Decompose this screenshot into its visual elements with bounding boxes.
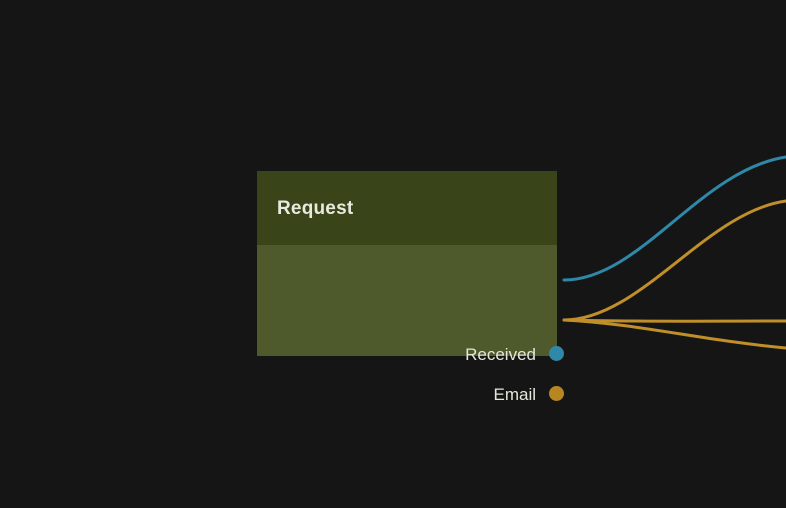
port-label-received: Received	[465, 344, 536, 364]
edge-email-2[interactable]	[562, 318, 786, 323]
node-request[interactable]: Request Received Email	[257, 171, 564, 403]
edge-email-1[interactable]	[562, 199, 786, 322]
node-body: Received Email	[257, 245, 564, 403]
port-label-email: Email	[493, 384, 536, 404]
port-dot-email[interactable]	[549, 386, 564, 401]
node-title: Request	[277, 197, 354, 219]
port-row-received[interactable]: Received	[465, 344, 564, 364]
port-dot-received[interactable]	[549, 346, 564, 361]
port-row-email[interactable]: Email	[493, 384, 564, 404]
edge-email-3[interactable]	[562, 318, 786, 350]
edge-received-1[interactable]	[562, 155, 786, 282]
node-header[interactable]: Request	[257, 171, 557, 245]
